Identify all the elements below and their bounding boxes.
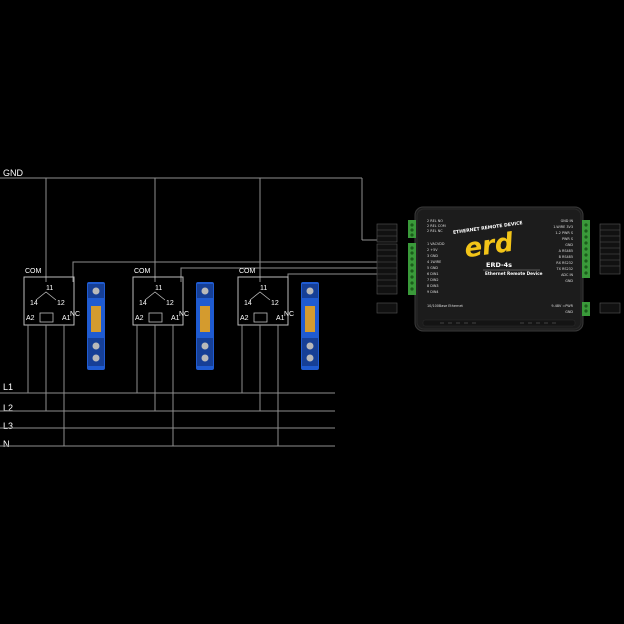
din-rail-relay-3 — [301, 282, 319, 370]
relay-pin-12: 12 — [271, 300, 279, 307]
ethernet-label: 10/100Base Ethernet — [427, 304, 464, 308]
relay-pin-a1: A1 — [276, 315, 285, 322]
erd-device: 2 REL NO 2 REL COM 2 REL NC 1 VACVDD 2 +… — [408, 206, 590, 332]
relay-com-label: COM — [134, 268, 151, 275]
signal-wires — [72, 261, 388, 282]
pin-label: B RS485 — [559, 255, 573, 259]
left-terminal-block-main — [376, 243, 398, 295]
relay-com-label: COM — [239, 268, 256, 275]
line-l2-label: L2 — [3, 403, 13, 413]
model-name: ERD-4s — [486, 261, 512, 269]
pin-label: RX RS232 — [556, 261, 573, 265]
pin-label: 2 +5V — [427, 248, 438, 252]
relay-pin-12: 12 — [57, 300, 65, 307]
relay-nc-label: NC — [179, 311, 189, 318]
pin-label: GND IN — [561, 219, 574, 223]
left-terminal-block-top — [376, 223, 398, 243]
power-gnd-label: GND — [565, 310, 573, 314]
din-rail-relay-1 — [87, 282, 105, 370]
pin-label: 8 DIN3 — [427, 284, 439, 288]
pin-label: 1 VACVDD — [427, 242, 445, 246]
pin-label: 1-WIRE 3V3 — [553, 225, 573, 229]
relay-pin-14: 14 — [244, 300, 252, 307]
pin-label: PWR S — [562, 237, 573, 241]
gnd-rail: GND — [0, 168, 388, 241]
line-l3-label: L3 — [3, 421, 13, 431]
pin-label: A RS485 — [559, 249, 573, 253]
device-left-terminals — [408, 220, 416, 295]
relay-pin-14: 14 — [30, 300, 38, 307]
relay-pin-12: 12 — [166, 300, 174, 307]
pin-label: TX RS232 — [556, 267, 573, 271]
ethernet-port-block — [376, 302, 398, 314]
pin-label: 6 DIN1 — [427, 272, 439, 276]
pin-label: 3 GND — [427, 254, 438, 258]
pin-label: 2 REL NC — [427, 229, 443, 233]
gnd-label: GND — [3, 168, 24, 178]
din-rail-relay-2 — [196, 282, 214, 370]
relay-module-2: COM 11 14 12 A2 A1 NC — [132, 178, 214, 446]
relay-pin-14: 14 — [139, 300, 147, 307]
pin-label: 2 REL NO — [427, 219, 443, 223]
line-n-label: N — [3, 439, 10, 449]
relay-pin-a2: A2 — [135, 315, 144, 322]
relay-pin-11: 11 — [155, 285, 162, 292]
pin-label: GND — [565, 243, 573, 247]
brand-logo: erd — [462, 228, 515, 265]
power-lines: L1 L2 L3 N — [0, 382, 335, 449]
model-subtitle: Ethernet Remote Device — [485, 271, 543, 276]
pin-label: 4 1WIRE — [427, 260, 441, 264]
relay-pin-a2: A2 — [240, 315, 249, 322]
relay-module-3: COM 11 14 12 A2 A1 NC — [237, 178, 319, 446]
relay-pin-a1: A1 — [171, 315, 180, 322]
relay-pin-a1: A1 — [62, 315, 71, 322]
relay-pin-11: 11 — [46, 285, 53, 292]
pin-label: 9 DIN4 — [427, 290, 439, 294]
relay-nc-label: NC — [70, 311, 80, 318]
pin-label: 1-2 PWR S — [555, 231, 573, 235]
power-port-block — [599, 302, 621, 314]
pin-label: GND — [565, 279, 573, 283]
pin-label: 5 GND — [427, 266, 438, 270]
relay-pin-11: 11 — [260, 285, 267, 292]
relay-module-1: COM 11 14 12 A2 A1 NC — [23, 178, 105, 446]
power-label: 9-48V =PWR — [551, 304, 573, 308]
pin-label: ADC IN — [561, 273, 573, 277]
relay-nc-label: NC — [284, 311, 294, 318]
pin-label: 2 REL COM — [427, 224, 446, 228]
relay-pin-a2: A2 — [26, 315, 35, 322]
device-right-terminals — [582, 220, 590, 316]
line-l1-label: L1 — [3, 382, 13, 392]
pin-label: 7 DIN2 — [427, 278, 439, 282]
right-terminal-block — [599, 223, 621, 275]
relay-com-label: COM — [25, 268, 42, 275]
